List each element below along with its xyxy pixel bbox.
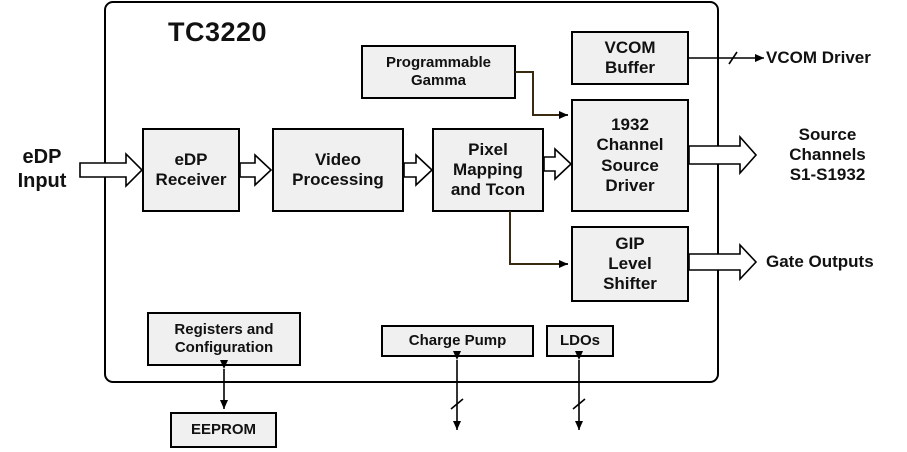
video-processing-box (272, 128, 404, 212)
gamma-to-source-wire (515, 71, 568, 119)
video-processing-label: Video Processing (292, 149, 384, 189)
source-driver-label: 1932 Channel Source Driver (596, 115, 664, 195)
edp-receiver-box (142, 128, 240, 212)
gate-outputs-label: Gate Outputs (766, 251, 874, 271)
gip-shifter-label: GIP Level Shifter (603, 233, 657, 294)
vcom-driver-label: VCOM Driver (766, 47, 871, 67)
vcom-buffer-box (571, 31, 689, 85)
edp-input-arrow (79, 152, 144, 188)
ldos-slash (572, 398, 586, 410)
programmable-gamma-box (361, 45, 516, 99)
eeprom-label: EEPROM (190, 421, 256, 439)
pixel-to-source-arrow (543, 147, 573, 181)
vcom-slash (728, 51, 738, 65)
vcom-buffer-label: VCOM Buffer (604, 37, 656, 77)
source-channels-arrow (688, 134, 758, 176)
video-to-pixel-arrow (403, 153, 434, 187)
gip-shifter-box (571, 226, 689, 302)
chip-title: TC3220 (168, 17, 268, 48)
registers-box (147, 312, 301, 366)
source-channels-label: Source Channels S1-S1932 (789, 124, 866, 185)
registers-label: Registers and Configuration (174, 321, 274, 356)
charge-pump-slash (450, 398, 464, 410)
ldos-label: LDOs (559, 332, 600, 350)
edp-receiver-label: eDP Receiver (155, 149, 227, 189)
pixel-to-gip-wire (509, 211, 568, 268)
source-driver-box (571, 99, 689, 212)
gate-outputs-arrow (688, 242, 758, 282)
pixel-mapping-label: Pixel Mapping and Tcon (450, 139, 526, 200)
eeprom-box (170, 412, 277, 448)
edp-input-label: eDP Input (17, 146, 67, 192)
charge-pump-label: Charge Pump (408, 332, 507, 350)
pixel-mapping-box (432, 128, 544, 212)
chip-boundary (104, 1, 719, 383)
receiver-to-video-arrow (239, 153, 273, 187)
programmable-gamma-label: Programmable Gamma (385, 54, 492, 89)
